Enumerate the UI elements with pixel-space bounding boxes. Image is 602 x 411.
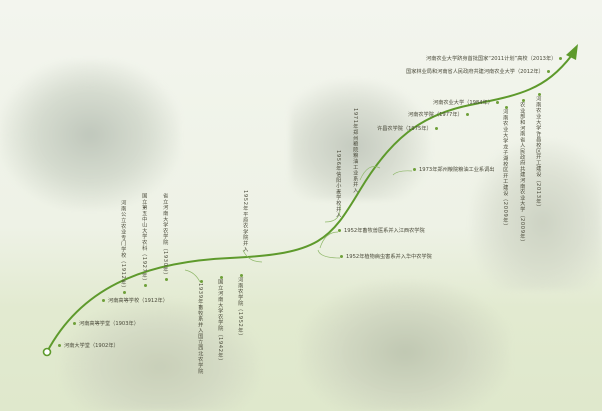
event-2013: 河南农业大学跻身首批国家“2011计划”高校（2013年） bbox=[426, 56, 565, 62]
event-1939: 1939年畜牧系并入国立西北农学院 bbox=[197, 280, 206, 374]
campus-photo-gate-people bbox=[300, 280, 510, 411]
event-1971: 1971年郑州粮院粮油工业系并入 bbox=[352, 108, 359, 194]
event-1903: 河南高等学堂（1903年） bbox=[70, 321, 139, 327]
event-1942: 国立河南大学农学院（1942年） bbox=[217, 276, 226, 364]
event-1927: 国立第五中山大学农科（1927年） bbox=[141, 193, 150, 288]
campus-photo-old-gate bbox=[60, 300, 260, 411]
event-1952-pingyuan: 1952年平原农学院并入 bbox=[242, 190, 249, 253]
event-2012: 国家林业局和河南省人民政府共建河南农业大学（2012年） bbox=[406, 69, 553, 75]
event-2009-coconstruction: 农业部和河南省人民政府共建河南农业大学（2009年） bbox=[519, 99, 528, 245]
event-1930: 省立河南大学农学院（1930年） bbox=[162, 193, 171, 282]
event-1912: 河南高等学校（1912年） bbox=[99, 298, 168, 304]
event-1952-jiangxi: 1952年畜牧兽医系并入江西农学院 bbox=[335, 228, 425, 234]
event-1912-agri-school: 河南公立农业专门学校（1912年） bbox=[120, 200, 129, 295]
event-2009-longzihu: 河南农业大学龙子湖校区开工建设（2009年） bbox=[502, 106, 511, 229]
event-1975: 许昌农学院（1975年） bbox=[377, 126, 441, 132]
event-1984: 河南农业大学（1984年） bbox=[433, 100, 502, 106]
event-1977: 河南农学院（1977年） bbox=[408, 112, 472, 118]
event-1973: 1973年郑州粮院粮油工业系调出 bbox=[410, 167, 494, 173]
campus-photo-buildings bbox=[0, 60, 180, 210]
event-1956: 1956年信阳小麦学校并入 bbox=[335, 150, 342, 218]
start-node bbox=[42, 347, 52, 357]
event-1952-huazhong: 1952年植物病虫害系并入华中农学院 bbox=[337, 254, 432, 260]
event-1902: 河南大学堂（1902年） bbox=[55, 343, 119, 349]
campus-photo-tree bbox=[470, 140, 602, 290]
arrow-head-icon bbox=[566, 44, 578, 60]
event-1952: 河南农学院（1952年） bbox=[237, 274, 246, 339]
event-2013-xuchang: 河南农业大学许昌校区开工建设（2013年） bbox=[535, 93, 544, 210]
